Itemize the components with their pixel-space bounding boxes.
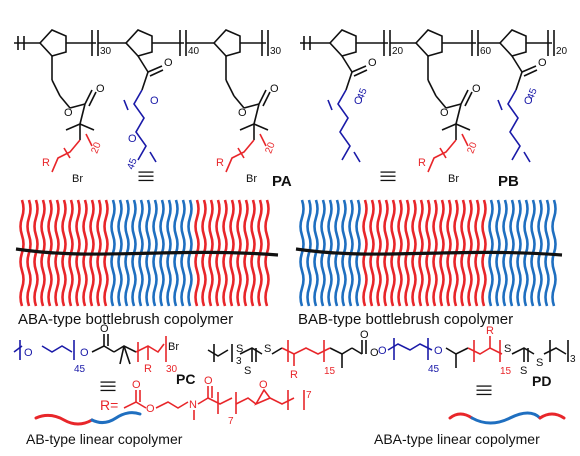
r-group-n1: 7	[228, 416, 234, 427]
pb-red-segment	[427, 133, 469, 173]
r-group-amide-o: O	[204, 375, 213, 387]
pa-br-2: Br	[246, 173, 257, 185]
pa-ester-o-1: O	[64, 107, 73, 119]
pb-side-blue-n-2: 45	[526, 86, 540, 101]
pa-r-2: R	[216, 157, 224, 169]
pa-ester-o-3: O	[164, 57, 173, 69]
pb-structure	[300, 29, 555, 140]
pd-peg-o-right: O	[434, 345, 443, 357]
r-group-prefix: R=	[100, 397, 118, 413]
pd-right-n: 3	[570, 354, 576, 365]
pd-s-right-3: S	[536, 357, 543, 369]
pd-right-red-n: 15	[500, 366, 512, 377]
pa-ester-o-4: O	[238, 107, 247, 119]
pa-backbone-n1: 30	[100, 46, 112, 57]
pa-structure	[14, 29, 271, 140]
pd-carbonyl-o: O	[360, 329, 369, 341]
aba-bottlebrush-illustration	[15, 199, 279, 307]
pb-equivalence: |||	[380, 170, 397, 182]
pd-peg-n: 45	[428, 364, 440, 375]
pa-ester-o-2: O	[96, 83, 105, 95]
pd-s-left-1: S	[244, 365, 251, 377]
pc-red-n: 30	[166, 364, 178, 375]
pb-blue-segments	[327, 89, 531, 163]
pd-structure	[207, 336, 569, 368]
pd-s-right-2: S	[520, 365, 527, 377]
aba-linear-caption: ABA-type linear copolymer	[374, 431, 540, 447]
pd-s-right-1: S	[504, 343, 511, 355]
pa-br-1: Br	[72, 173, 83, 185]
r-group-ester-o: O	[146, 403, 155, 415]
pa-equivalence: |||	[138, 170, 155, 182]
pa-r-1: R	[42, 157, 50, 169]
pb-peg-o-1: O	[354, 95, 363, 107]
pa-peg-o-2: O	[128, 133, 137, 145]
pd-s-left-2: S	[264, 343, 271, 355]
r-group-n2: 7	[306, 390, 312, 401]
pb-peg-o-2: O	[524, 95, 533, 107]
pa-ester-o-5: O	[270, 83, 279, 95]
pa-side-red-n-1: 20	[90, 140, 104, 155]
pb-backbone-n3: 20	[556, 46, 568, 57]
pd-ester-o-1: O	[370, 347, 379, 359]
pb-ester-o-2: O	[440, 107, 449, 119]
pb-ester-o-3: O	[472, 83, 481, 95]
pb-ester-o-4: O	[538, 57, 547, 69]
bab-bottlebrush-caption: BAB-type bottlebrush copolymer	[298, 311, 513, 328]
pc-r: R	[144, 363, 152, 375]
bristle	[299, 199, 305, 307]
pd-equivalence: |||	[476, 384, 493, 396]
pc-label: PC	[176, 371, 195, 387]
pb-r: R	[418, 157, 426, 169]
pa-label: PA	[272, 173, 292, 190]
pa-red-segments	[51, 133, 267, 173]
pc-br: Br	[168, 341, 179, 353]
pa-backbone-n2: 40	[188, 46, 200, 57]
pb-backbone-n2: 60	[480, 46, 492, 57]
pc-o-right: O	[80, 347, 89, 359]
aba-bottlebrush-caption: ABA-type bottlebrush copolymer	[18, 311, 233, 328]
pb-label: PB	[498, 173, 519, 190]
bristle	[19, 199, 25, 307]
pc-carbonyl-o: O	[100, 323, 109, 335]
r-group-n: N	[189, 399, 197, 411]
pa-peg-o-1: O	[150, 95, 159, 107]
pb-side-red-n: 20	[466, 140, 480, 155]
pb-br: Br	[448, 173, 459, 185]
pa-blue-segment	[123, 89, 157, 163]
pd-r-right: R	[486, 325, 494, 337]
pa-side-red-n-2: 20	[264, 140, 278, 155]
r-group-structure	[123, 386, 305, 420]
r-group-epoxide-o: O	[259, 379, 268, 391]
pc-structure	[13, 334, 167, 365]
pd-left-n: 3	[236, 356, 242, 367]
bristle	[306, 199, 312, 307]
bottlebrush-backbone	[295, 247, 563, 257]
aba-linear-illustration	[448, 411, 566, 425]
pd-label: PD	[532, 373, 551, 389]
pb-backbone-n1: 20	[392, 46, 404, 57]
bab-bottlebrush-illustration	[295, 199, 563, 307]
pd-s-left-3: S	[236, 343, 243, 355]
pb-side-blue-n-1: 45	[356, 86, 370, 101]
pa-side-blue-n: 45	[126, 156, 140, 171]
bottlebrush-backbone	[15, 247, 279, 257]
pa-backbone-n3: 30	[270, 46, 282, 57]
pd-r-left: R	[290, 369, 298, 381]
pb-ester-o-1: O	[368, 57, 377, 69]
pd-peg-o-left: O	[378, 345, 387, 357]
bristle	[26, 199, 32, 307]
r-group-carbonyl-o: O	[132, 379, 141, 391]
pd-left-red-n: 15	[324, 366, 336, 377]
pc-equivalence: |||	[100, 380, 117, 392]
pc-peg-n: 45	[74, 364, 86, 375]
ab-linear-illustration	[34, 411, 142, 426]
ab-linear-caption: AB-type linear copolymer	[26, 431, 183, 447]
pc-o-left: O	[24, 347, 33, 359]
